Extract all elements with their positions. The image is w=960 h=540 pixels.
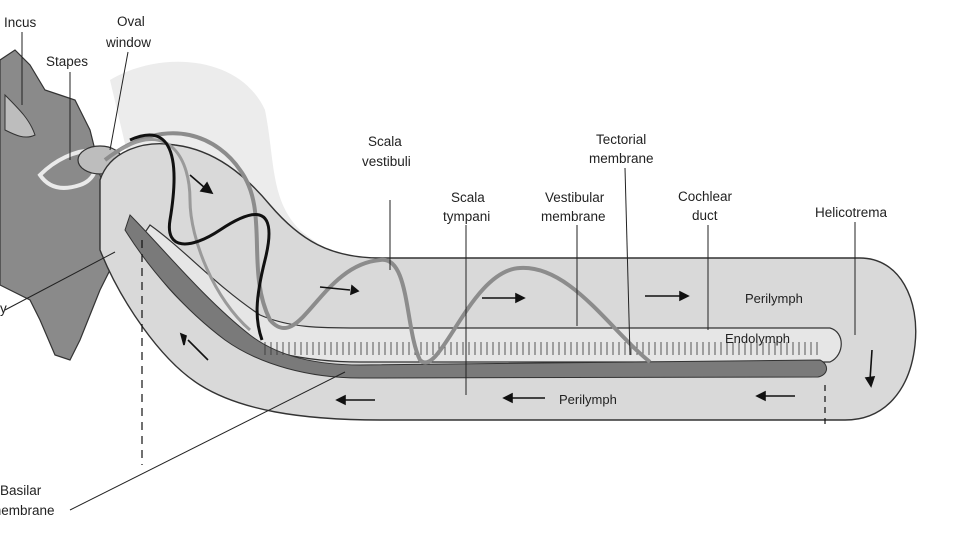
- cochlea-body: [100, 144, 916, 420]
- label-perilymph-lower: Perilymph: [559, 392, 617, 407]
- label-scala-tympani-line2: tympani: [443, 209, 490, 224]
- label-cochlear-duct-line2: duct: [692, 208, 718, 223]
- label-helicotrema: Helicotrema: [815, 205, 888, 220]
- label-perilymph-upper: Perilymph: [745, 291, 803, 306]
- label-stapes: Stapes: [46, 54, 88, 69]
- label-oval-window-line2: window: [105, 35, 151, 50]
- label-vestibular-membrane-line1: Vestibular: [545, 190, 605, 205]
- label-basilar-membrane-line1: Basilar: [0, 483, 42, 498]
- label-cochlear-duct-line1: Cochlear: [678, 189, 733, 204]
- label-scala-tympani-line1: Scala: [451, 190, 485, 205]
- label-endolymph: Endolymph: [725, 331, 790, 346]
- label-tectorial-membrane-line1: Tectorial: [596, 132, 646, 147]
- label-oval-window-line1: Oval: [117, 14, 145, 29]
- label-scala-vestibuli-line2: vestibuli: [362, 154, 411, 169]
- label-incus: Incus: [4, 15, 37, 30]
- label-tectorial-membrane-line2: membrane: [589, 151, 654, 166]
- label-vestibular-membrane-line2: membrane: [541, 209, 606, 224]
- label-basilar-membrane-line2: membrane: [0, 503, 55, 518]
- label-scala-vestibuli-line1: Scala: [368, 134, 402, 149]
- label-round-window-fragment: y: [0, 301, 7, 316]
